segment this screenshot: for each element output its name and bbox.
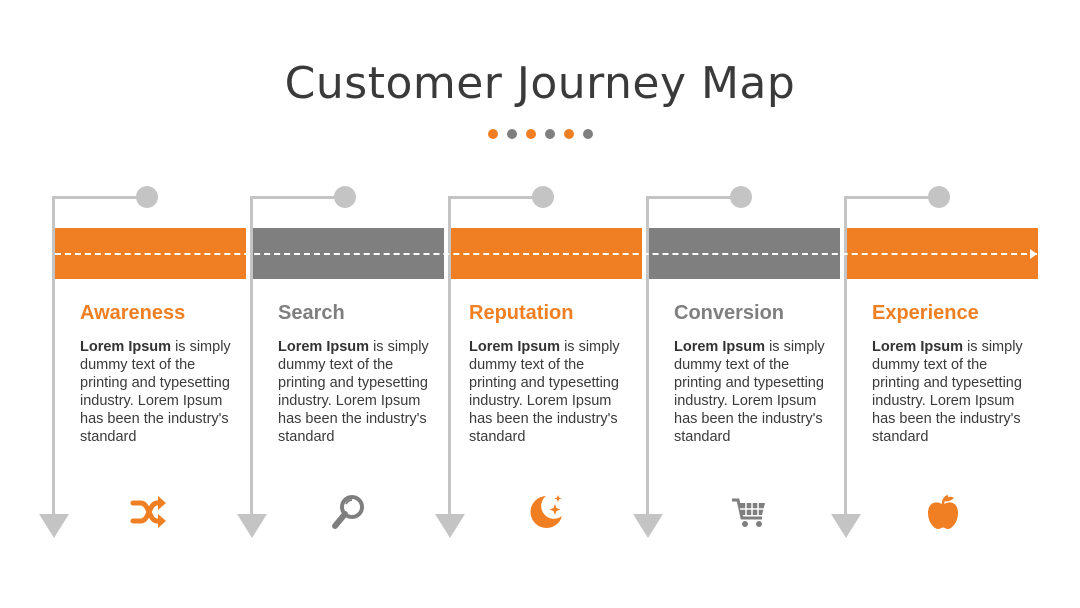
connector-knob — [532, 186, 554, 208]
down-arrow — [633, 514, 663, 538]
title-dot — [487, 129, 498, 139]
step-description: Lorem Ipsum is simply dummy text of the … — [872, 338, 1032, 446]
step-description-text: is simply dummy text of the printing and… — [872, 339, 1023, 445]
step-title: Experience — [872, 302, 979, 324]
step-description-bold: Lorem Ipsum — [278, 339, 370, 355]
path-arrow-icon — [1030, 249, 1037, 259]
connector-knob — [730, 186, 752, 208]
step-title: Conversion — [674, 302, 785, 324]
connector-line — [844, 196, 847, 516]
down-arrow — [39, 514, 69, 538]
step-description-bold: Lorem Ipsum — [80, 339, 172, 355]
title-dots — [0, 129, 1080, 139]
search-icon — [329, 492, 369, 532]
connector-line — [250, 196, 253, 516]
connector-line — [52, 196, 147, 199]
step-title: Reputation — [469, 302, 574, 324]
page-title: Customer Journey Map — [284, 58, 796, 109]
down-arrow — [237, 514, 267, 538]
step-title: Awareness — [80, 302, 186, 324]
title-dot — [506, 129, 517, 139]
connector-line — [844, 196, 939, 199]
step-description: Lorem Ipsum is simply dummy text of the … — [278, 338, 438, 446]
step-description-text: is simply dummy text of the printing and… — [278, 339, 429, 445]
step-description-bold: Lorem Ipsum — [872, 339, 964, 355]
step-description: Lorem Ipsum is simply dummy text of the … — [80, 338, 240, 446]
step-description-bold: Lorem Ipsum — [469, 339, 561, 355]
title-dot — [544, 129, 555, 139]
apple-icon — [923, 492, 963, 532]
dashed-path — [55, 253, 1037, 255]
connector-line — [52, 196, 55, 516]
connector-line — [646, 196, 741, 199]
step-title: Search — [278, 302, 345, 324]
step-description-text: is simply dummy text of the printing and… — [674, 339, 825, 445]
step-description: Lorem Ipsum is simply dummy text of the … — [469, 338, 629, 446]
step-description-bold: Lorem Ipsum — [674, 339, 766, 355]
title-dot — [582, 129, 593, 139]
down-arrow — [435, 514, 465, 538]
connector-line — [448, 196, 451, 516]
connector-knob — [334, 186, 356, 208]
step-description-text: is simply dummy text of the printing and… — [469, 339, 620, 445]
shopping-cart-icon — [729, 492, 769, 532]
connector-line — [448, 196, 543, 199]
moon-stars-icon — [526, 492, 566, 532]
connector-knob — [928, 186, 950, 208]
connector-line — [646, 196, 649, 516]
step-description: Lorem Ipsum is simply dummy text of the … — [674, 338, 834, 446]
title-dot — [525, 129, 536, 139]
title-dot — [563, 129, 574, 139]
connector-line — [250, 196, 345, 199]
step-description-text: is simply dummy text of the printing and… — [80, 339, 231, 445]
shuffle-icon — [129, 492, 169, 532]
connector-knob — [136, 186, 158, 208]
down-arrow — [831, 514, 861, 538]
